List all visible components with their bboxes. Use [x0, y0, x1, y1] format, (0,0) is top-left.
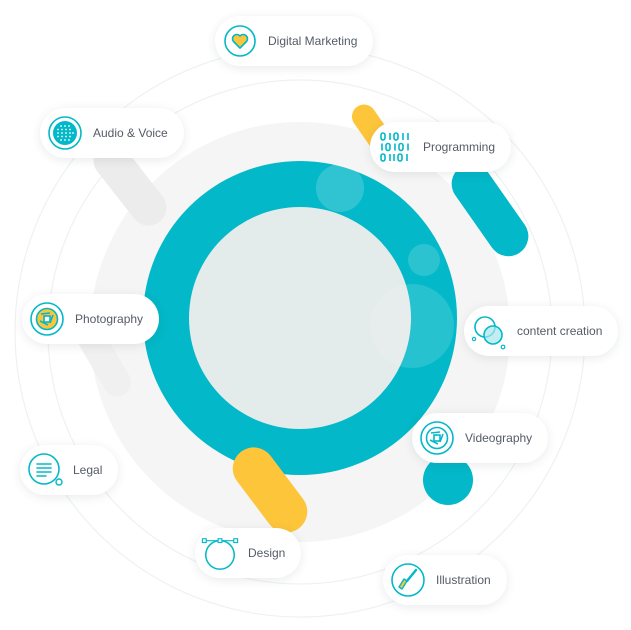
- overlapping-circles-icon: [470, 312, 508, 350]
- vector-bezier-icon: [201, 534, 239, 572]
- service-label: Programming: [423, 140, 496, 154]
- service-chip-digital-marketing[interactable]: Digital Marketing: [215, 16, 374, 66]
- service-label: Design: [248, 546, 286, 560]
- service-label: Digital Marketing: [268, 34, 358, 48]
- binary-code-icon: [376, 128, 414, 166]
- yellow-pill-bottom: [232, 447, 308, 533]
- bubble: [408, 244, 440, 276]
- service-label: Audio & Voice: [93, 126, 168, 140]
- service-label: Videography: [465, 431, 533, 445]
- microphone-grille-icon: [46, 114, 84, 152]
- service-chip-programming[interactable]: Programming: [370, 122, 512, 172]
- bubble: [370, 284, 454, 368]
- gray-pill-upper: [93, 142, 167, 226]
- service-chip-content-creation[interactable]: content creation: [464, 306, 619, 356]
- document-lines-icon: [26, 451, 64, 489]
- bubble: [316, 164, 364, 212]
- service-chip-illustration[interactable]: Illustration: [383, 555, 507, 605]
- camera-aperture-icon: [418, 419, 456, 457]
- camera-aperture-icon: [28, 300, 66, 338]
- service-label: content creation: [517, 324, 603, 338]
- teal-pill: [451, 163, 529, 257]
- service-chip-legal[interactable]: Legal: [20, 445, 119, 495]
- inner-circle: [189, 207, 411, 429]
- service-chip-videography[interactable]: Videography: [412, 413, 549, 463]
- service-label: Photography: [75, 312, 144, 326]
- paintbrush-icon: [389, 561, 427, 599]
- heart-icon: [221, 22, 259, 60]
- service-chip-design[interactable]: Design: [195, 528, 302, 578]
- service-label: Illustration: [436, 573, 491, 587]
- service-chip-audio-voice[interactable]: Audio & Voice: [40, 108, 184, 158]
- service-chip-photography[interactable]: Photography: [22, 294, 160, 344]
- teal-dot: [423, 455, 473, 505]
- service-label: Legal: [73, 463, 103, 477]
